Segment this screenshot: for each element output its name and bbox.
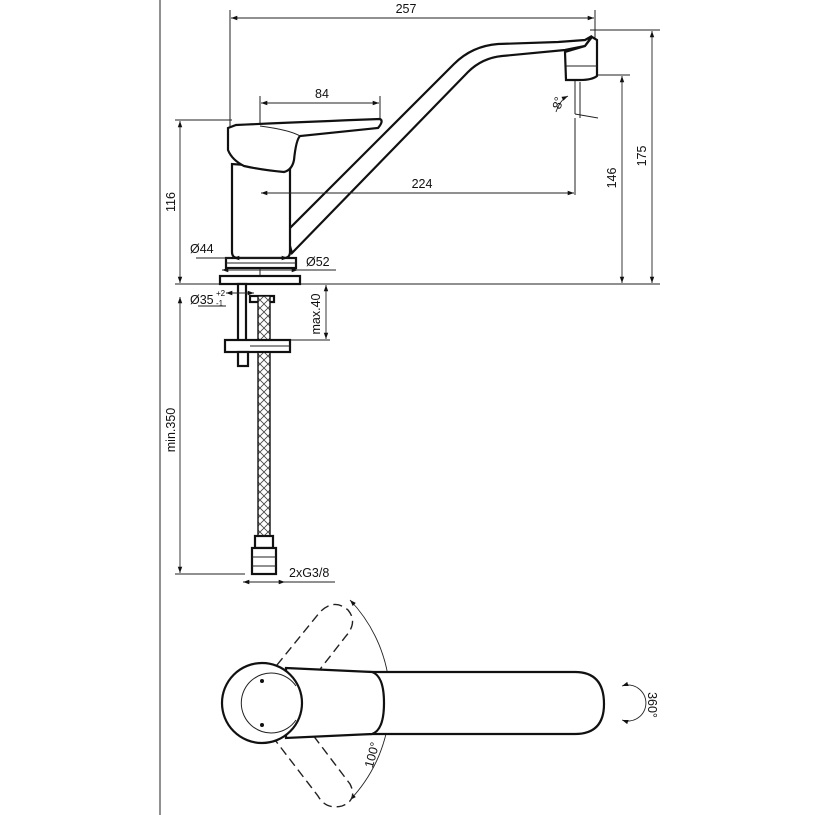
body-circle-top (220, 661, 304, 745)
dim-body-height: 116 (164, 192, 178, 212)
faucet-body (230, 162, 292, 260)
dim-spout-rotation: 360° (645, 692, 659, 718)
ghost-handle-lower (270, 717, 354, 808)
dim-body-diameter: Ø44 (190, 242, 214, 256)
dim-max-deck-thickness: max.40 (309, 293, 323, 334)
dim-base-diameter: Ø52 (306, 255, 330, 269)
fixing-nut (236, 350, 250, 368)
dim-hose-connection: 2xG3/8 (289, 566, 329, 580)
svg-text:+2: +2 (216, 289, 226, 298)
deck-plate (218, 274, 302, 286)
dim-aerator-angle: 8° (550, 95, 567, 110)
dim-min-hose-length: min.350 (164, 408, 178, 453)
dim-handle-length: 84 (315, 87, 329, 101)
dim-spout-reach: 224 (412, 177, 433, 191)
handle-lever (226, 117, 383, 174)
dim-handle-rotation: 100° (362, 741, 382, 770)
spout (284, 35, 593, 256)
handle-lever-top (284, 666, 386, 740)
dim-overall-length: 257 (396, 2, 417, 16)
handle-pivot-dot-lower (260, 723, 264, 727)
svg-text:-1: -1 (216, 299, 224, 308)
svg-text:Ø35: Ø35 (190, 293, 214, 307)
dim-spout-height: 146 (605, 168, 619, 189)
handle-cap-line (259, 125, 301, 137)
spout-rotation-arrow (621, 681, 647, 725)
hose-connector-nut (250, 546, 278, 576)
dim-total-height: 175 (635, 146, 649, 167)
hose-connector-top (253, 534, 275, 550)
body-inner-arc (240, 672, 297, 734)
supply-hose (257, 295, 271, 539)
dimension-lines (177, 15, 655, 585)
spout-aerator (563, 35, 599, 82)
extension-lines (175, 10, 660, 575)
handle-pivot-dot (260, 679, 264, 683)
dim-hole-diameter: Ø35 +2 -1 (190, 289, 226, 308)
